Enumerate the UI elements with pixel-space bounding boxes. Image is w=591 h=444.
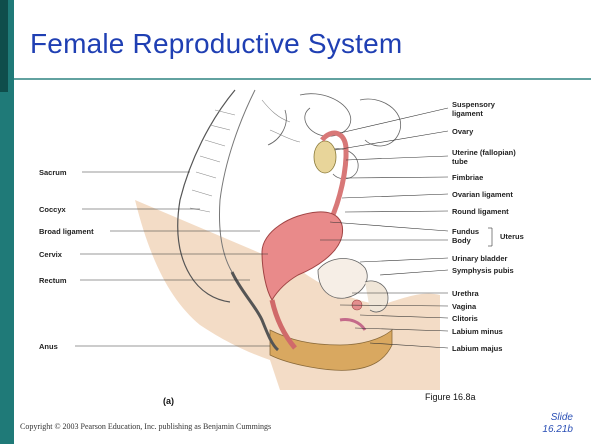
label-urethra: Urethra [452, 289, 479, 298]
label-labium-minus: Labium minus [452, 327, 503, 336]
label-coccyx: Coccyx [39, 205, 66, 214]
label-round-ligament: Round ligament [452, 207, 509, 216]
label-symphysis-pubis: Symphysis pubis [452, 266, 514, 275]
label-body: Body [452, 236, 471, 245]
label-urinary-bladder: Urinary bladder [452, 254, 507, 263]
label-uterine-tube: Uterine (fallopian) tube [452, 148, 516, 166]
label-cervix: Cervix [39, 250, 62, 259]
label-suspensory-ligament: Suspensory ligament [452, 100, 495, 118]
slide-label: Slide [542, 412, 573, 424]
label-clitoris: Clitoris [452, 314, 478, 323]
label-rectum: Rectum [39, 276, 67, 285]
figure-caption: Figure 16.8a [425, 392, 476, 402]
bladder-shape [318, 258, 367, 298]
copyright-notice: Copyright © 2003 Pearson Education, Inc.… [20, 422, 271, 431]
label-sacrum: Sacrum [39, 168, 67, 177]
label-anus: Anus [39, 342, 58, 351]
label-vagina: Vagina [452, 302, 476, 311]
slide-number-value: 16.21b [542, 424, 573, 436]
label-uterus: Uterus [500, 232, 524, 241]
label-ovary: Ovary [452, 127, 473, 136]
label-labium-majus: Labium majus [452, 344, 502, 353]
label-fundus: Fundus [452, 227, 479, 236]
panel-label: (a) [163, 396, 174, 406]
label-ovarian-ligament: Ovarian ligament [452, 190, 513, 199]
ovary-shape [314, 141, 336, 173]
slide-number: Slide 16.21b [542, 412, 573, 436]
label-fimbriae: Fimbriae [452, 173, 483, 182]
vertebrae-hatching [190, 100, 300, 212]
label-broad-ligament: Broad ligament [39, 227, 94, 236]
